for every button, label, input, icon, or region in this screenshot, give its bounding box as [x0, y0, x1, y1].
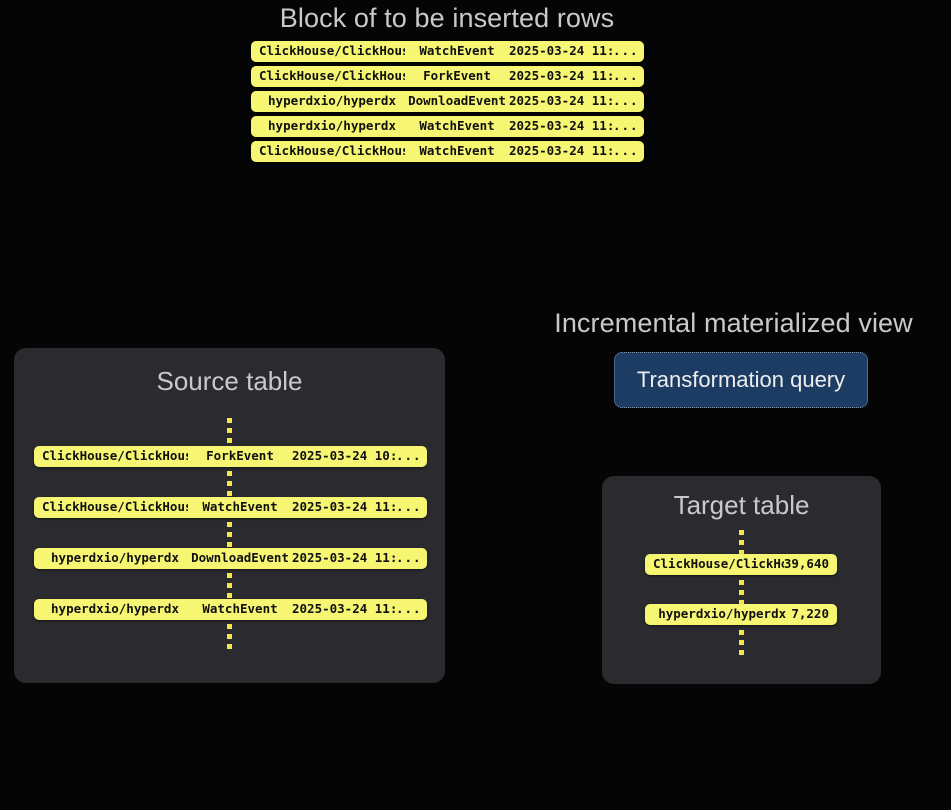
block-of-rows-title: Block of to be inserted rows — [279, 3, 615, 33]
block-row: ClickHouse/ClickHouse WatchEvent 2025-03… — [251, 141, 644, 162]
row-repo: hyperdxio/hyperdx — [658, 608, 787, 621]
row-timestamp: 2025-03-24 11:35:48 — [509, 95, 613, 108]
row-more-ellipsis: ... — [613, 145, 636, 158]
row-more-ellipsis: ... — [613, 70, 636, 83]
source-table-row: hyperdxio/hyperdx DownloadEvent 2025-03-… — [34, 548, 427, 569]
row-repo: hyperdxio/hyperdx — [51, 552, 179, 565]
row-repo: ClickHouse/ClickHouse — [42, 501, 188, 514]
row-event: WatchEvent — [419, 120, 495, 133]
row-event: WatchEvent — [419, 45, 495, 58]
target-table-row: hyperdxio/hyperdx 7,220 — [645, 604, 837, 625]
vertical-ellipsis — [227, 418, 232, 443]
incremental-materialized-view-title: Incremental materialized view — [554, 308, 913, 338]
block-row: ClickHouse/ClickHouse WatchEvent 2025-03… — [251, 41, 644, 62]
row-timestamp: 2025-03-24 11:32:54 — [292, 501, 396, 514]
block-row: ClickHouse/ClickHouse ForkEvent 2025-03-… — [251, 66, 644, 87]
row-timestamp: 2025-03-24 11:35:40 — [509, 45, 613, 58]
row-more-ellipsis: ... — [396, 501, 419, 514]
vertical-ellipsis — [739, 630, 744, 655]
row-repo: ClickHouse/ClickHouse — [42, 450, 188, 463]
target-table-title: Target table — [673, 490, 810, 520]
row-event: WatchEvent — [202, 501, 278, 514]
transformation-query-label: Transformation query — [636, 367, 846, 392]
vertical-ellipsis — [739, 580, 744, 605]
row-repo: hyperdxio/hyperdx — [268, 120, 396, 133]
source-table-title: Source table — [156, 366, 303, 396]
row-timestamp: 2025-03-24 11:35:54 — [509, 145, 613, 158]
row-repo: ClickHouse/ClickHouse — [259, 45, 405, 58]
source-table-row: ClickHouse/ClickHouse WatchEvent 2025-03… — [34, 497, 427, 518]
vertical-ellipsis — [227, 573, 232, 598]
vertical-ellipsis — [227, 471, 232, 496]
row-more-ellipsis: ... — [613, 120, 636, 133]
block-row: hyperdxio/hyperdx DownloadEvent 2025-03-… — [251, 91, 644, 112]
row-timestamp: 2025-03-24 10:25:00 — [292, 450, 396, 463]
vertical-ellipsis — [227, 522, 232, 547]
row-repo: ClickHouse/ClickHouse — [653, 558, 784, 571]
target-table-row: ClickHouse/ClickHouse 39,640 — [645, 554, 837, 575]
row-event: WatchEvent — [202, 603, 278, 616]
row-repo: ClickHouse/ClickHouse — [259, 70, 405, 83]
row-count: 39,640 — [783, 558, 829, 571]
row-repo: hyperdxio/hyperdx — [268, 95, 396, 108]
vertical-ellipsis — [739, 530, 744, 555]
row-repo: ClickHouse/ClickHouse — [259, 145, 405, 158]
row-more-ellipsis: ... — [613, 95, 636, 108]
row-count: 7,220 — [791, 608, 829, 621]
row-timestamp: 2025-03-24 11:20:12 — [292, 552, 396, 565]
source-table-row: hyperdxio/hyperdx WatchEvent 2025-03-24 … — [34, 599, 427, 620]
row-timestamp: 2025-03-24 11:35:52 — [509, 120, 613, 133]
row-timestamp: 2025-03-24 11:35:44 — [509, 70, 613, 83]
row-event: WatchEvent — [419, 145, 495, 158]
row-event: ForkEvent — [423, 70, 491, 83]
block-row: hyperdxio/hyperdx WatchEvent 2025-03-24 … — [251, 116, 644, 137]
row-more-ellipsis: ... — [396, 603, 419, 616]
row-repo: hyperdxio/hyperdx — [51, 603, 179, 616]
row-more-ellipsis: ... — [396, 450, 419, 463]
vertical-ellipsis — [227, 624, 232, 649]
row-timestamp: 2025-03-24 11:28:32 — [292, 603, 396, 616]
row-more-ellipsis: ... — [613, 45, 636, 58]
transformation-query-box[interactable]: Transformation query — [614, 352, 868, 408]
row-event: ForkEvent — [206, 450, 274, 463]
row-more-ellipsis: ... — [396, 552, 419, 565]
row-event: DownloadEvent — [408, 95, 506, 108]
source-table-row: ClickHouse/ClickHouse ForkEvent 2025-03-… — [34, 446, 427, 467]
row-event: DownloadEvent — [191, 552, 289, 565]
